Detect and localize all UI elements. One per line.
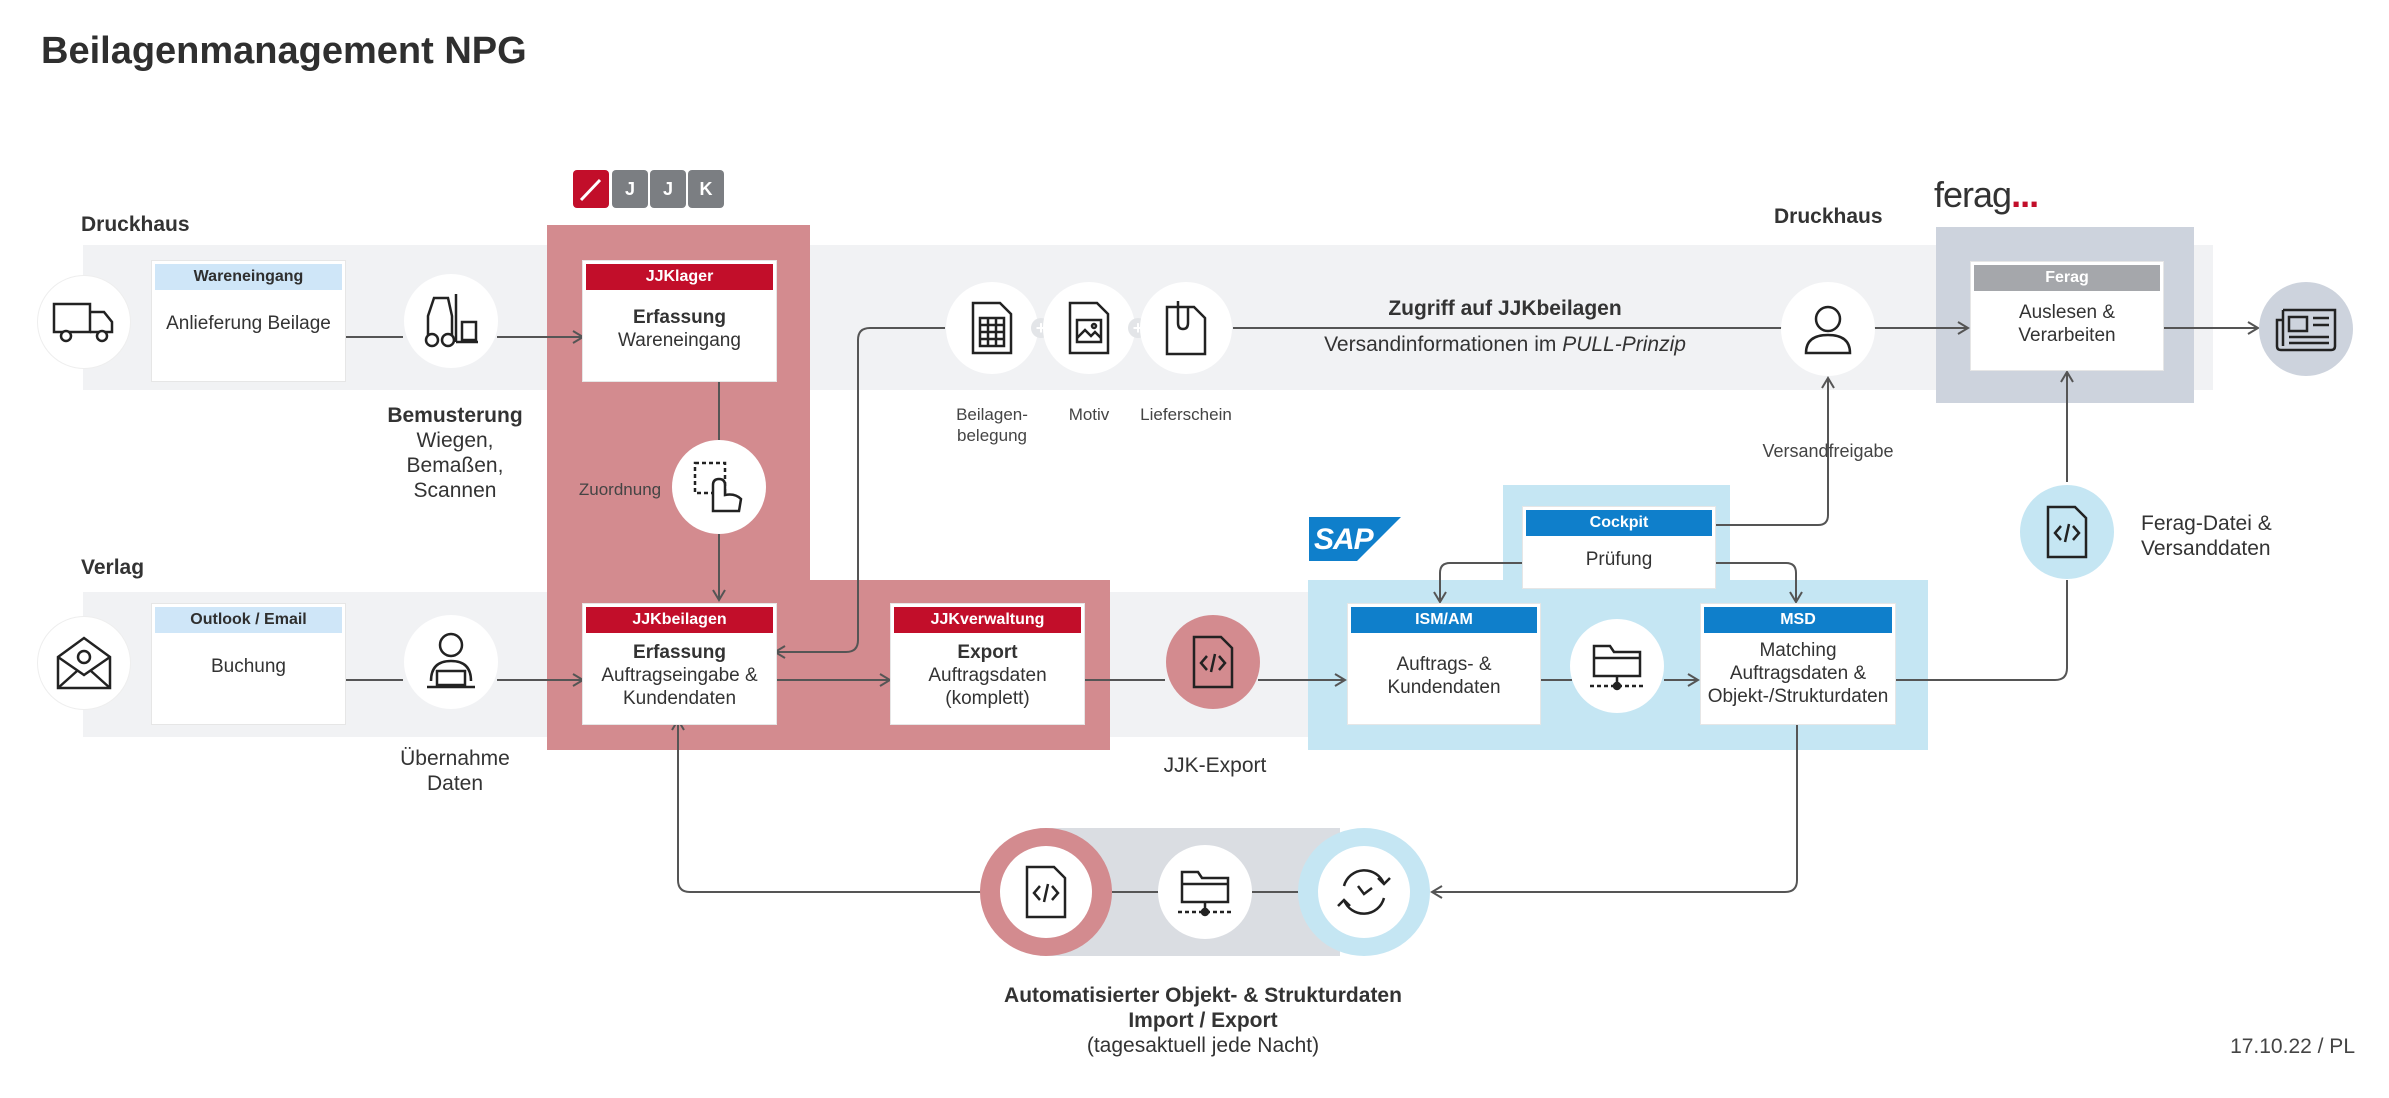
jjklager-body-bold: Erfassung — [633, 307, 726, 328]
image-file-icon — [1043, 282, 1135, 374]
person-icon — [1781, 282, 1875, 376]
bottom-caption-line3: (tagesaktuell jede Nacht) — [1086, 1034, 1320, 1057]
cockpit-header: Cockpit — [1526, 510, 1712, 536]
ferag-logo: ferag... — [1934, 174, 2039, 216]
jjkbeilagen-body-bold: Erfassung — [633, 642, 726, 663]
forklift-icon — [404, 274, 498, 368]
sync-network-folder-icon — [1158, 845, 1252, 939]
jjk-logo-letter-2: J — [650, 170, 686, 208]
jjkbeilagen-body: Erfassung Auftragseingabe & Kundendaten — [586, 633, 773, 710]
person-laptop-icon — [404, 615, 498, 709]
code-file-icon — [1166, 615, 1260, 709]
ferag-logo-word: ferag — [1934, 174, 2012, 215]
druckhaus-label-right: Druckhaus — [1774, 205, 1883, 228]
jjklager-box: JJKlager Erfassung Wareneingang — [583, 261, 776, 381]
jjk-logo-icon — [573, 170, 609, 208]
email-icon — [38, 617, 130, 709]
motiv-label: Motiv — [1068, 405, 1110, 424]
wareneingang-body: Anlieferung Beilage — [166, 313, 331, 334]
jjkverwaltung-header: JJKverwaltung — [894, 607, 1081, 633]
jjklager-header: JJKlager — [586, 264, 773, 290]
sap-logo-text: SAP — [1314, 523, 1374, 556]
ferag-box: Ferag Auslesen & Verarbeiten — [1971, 262, 2163, 370]
network-folder-icon — [1570, 619, 1664, 713]
ismam-body: Auftrags- & Kundendaten — [1387, 654, 1501, 698]
ferag-header: Ferag — [1974, 265, 2160, 291]
jjk-export-label: JJK-Export — [1163, 754, 1267, 777]
jjk-logo-letter-3: K — [688, 170, 724, 208]
date-label: 17.10.22 / PL — [2230, 1035, 2355, 1058]
spreadsheet-icon — [946, 282, 1038, 374]
outlook-header: Outlook / Email — [155, 607, 342, 633]
wareneingang-box: Wareneingang Anlieferung Beilage — [152, 261, 345, 381]
zugriff-title: Zugriff auf JJKbeilagen — [1388, 297, 1622, 320]
cockpit-box: Cockpit Prüfung — [1523, 507, 1715, 588]
jjkbeilagen-header: JJKbeilagen — [586, 607, 773, 633]
zugriff-text-b: PULL-Prinzip — [1562, 333, 1686, 356]
jjk-logo-letter-1: J — [612, 170, 648, 208]
bemusterung-lines: Wiegen, Bemaßen, Scannen — [406, 429, 504, 502]
beilagenbelegung-label: Beilagen- belegung — [956, 405, 1028, 445]
sync-code-file-inner — [1000, 846, 1092, 938]
verlag-label: Verlag — [81, 556, 145, 579]
sync-refresh-icon — [1298, 828, 1430, 956]
msd-header: MSD — [1704, 607, 1892, 633]
bemusterung-title: Bemusterung — [387, 404, 523, 427]
uebernahme-label: Übernahme Daten — [400, 747, 510, 795]
ferag-logo-dots: ... — [2011, 174, 2039, 215]
bottom-caption-line2: Import / Export — [1128, 1009, 1278, 1032]
zuordnung-label: Zuordnung — [578, 480, 662, 499]
jjkverwaltung-body: Export Auftragsdaten (komplett) — [894, 633, 1081, 710]
sync-code-file-icon — [980, 828, 1112, 956]
wareneingang-header: Wareneingang — [155, 264, 342, 290]
jjkverwaltung-body-text: Auftragsdaten (komplett) — [928, 665, 1047, 709]
jjklager-body: Erfassung Wareneingang — [586, 290, 773, 352]
sync-refresh-inner — [1318, 846, 1410, 938]
jjklager-body-text: Wareneingang — [618, 330, 741, 351]
druckhaus-label-left: Druckhaus — [81, 213, 190, 236]
newspaper-icon — [2259, 282, 2353, 376]
outlook-body: Buchung — [210, 656, 286, 677]
jjkbeilagen-box: JJKbeilagen Erfassung Auftragseingabe & … — [583, 604, 776, 724]
cockpit-body: Prüfung — [1585, 549, 1653, 570]
msd-body: Matching Auftragsdaten & Objekt-/Struktu… — [1707, 640, 1889, 707]
jjkbeilagen-body-text: Auftragseingabe & Kundendaten — [601, 665, 758, 709]
jjkverwaltung-body-bold: Export — [957, 642, 1018, 663]
page-title: Beilagenmanagement NPG — [41, 30, 527, 72]
bottom-caption-line1: Automatisierter Objekt- & Strukturdaten — [1004, 984, 1402, 1007]
lieferschein-label: Lieferschein — [1140, 405, 1232, 424]
msd-box: MSD Matching Auftragsdaten & Objekt-/Str… — [1701, 604, 1895, 724]
outlook-box: Outlook / Email Buchung — [152, 604, 345, 724]
versandfreigabe-label: Versandfreigabe — [1762, 441, 1894, 461]
zugriff-text: Versandinformationen im PULL-Prinzip — [1290, 333, 1720, 357]
ferag-datei-label: Ferag-Datei & Versanddaten — [2141, 512, 2272, 560]
touch-select-icon — [672, 440, 766, 534]
jjkverwaltung-box: JJKverwaltung Export Auftragsdaten (komp… — [891, 604, 1084, 724]
zugriff-text-a: Versandinformationen im — [1324, 333, 1563, 356]
ferag-file-icon — [2020, 485, 2114, 579]
ferag-body: Auslesen & Verarbeiten — [2018, 302, 2116, 346]
sap-logo: SAP — [1309, 517, 1401, 561]
truck-icon — [38, 276, 130, 368]
clip-file-icon — [1140, 282, 1232, 374]
ismam-header: ISM/AM — [1351, 607, 1537, 633]
ismam-box: ISM/AM Auftrags- & Kundendaten — [1348, 604, 1540, 724]
